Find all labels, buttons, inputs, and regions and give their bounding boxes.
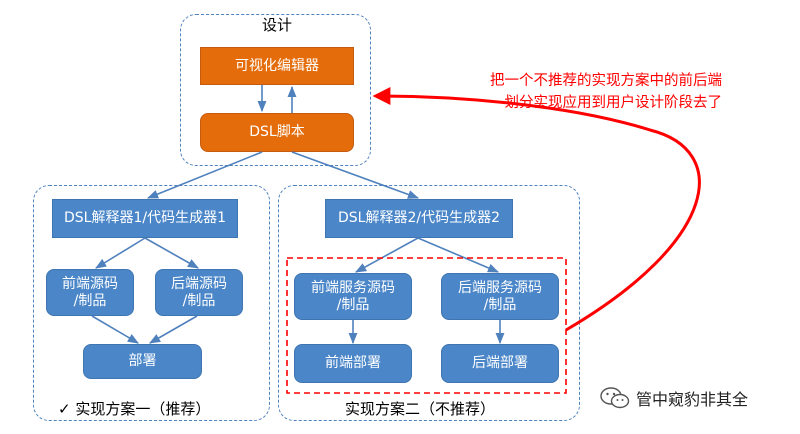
scheme2-caption: 实现方案二（不推荐）: [345, 400, 496, 418]
visual-editor-box: 可视化编辑器: [200, 47, 354, 85]
scheme1-frontend-box: 前端源码 /制品: [46, 269, 134, 316]
annotation-text: 把一个不推荐的实现方案中的前后端 划分实现应用到用户设计阶段去了: [490, 70, 722, 114]
scheme2-frontend-line2: /制品: [336, 296, 370, 313]
scheme2-backend-line2: /制品: [483, 296, 517, 313]
scheme1-caption-text: 实现方案一（推荐）: [75, 400, 211, 418]
watermark-text: 管中窥豹非其全: [636, 390, 749, 409]
scheme1-interpreter-box: DSL解释器1/代码生成器1: [52, 199, 238, 238]
scheme2-frontend-box: 前端服务源码 /制品: [294, 273, 412, 320]
design-group: [180, 14, 371, 166]
annotation-line1: 把一个不推荐的实现方案中的前后端: [490, 73, 722, 89]
design-group-title: 设计: [262, 16, 293, 34]
scheme2-backend-line1: 后端服务源码: [458, 279, 542, 296]
scheme1-backend-line1: 后端源码: [171, 275, 227, 292]
scheme1-backend-box: 后端源码 /制品: [155, 269, 243, 316]
watermark: 管中窥豹非其全: [600, 386, 748, 410]
scheme1-backend-line2: /制品: [182, 292, 216, 309]
wechat-icon: [600, 387, 630, 409]
scheme1-caption: ✓ 实现方案一（推荐）: [58, 398, 210, 419]
scheme1-frontend-line1: 前端源码: [62, 275, 118, 292]
dsl-script-box: DSL脚本: [200, 113, 354, 152]
scheme2-frontend-deploy-box: 前端部署: [294, 344, 412, 383]
scheme2-frontend-line1: 前端服务源码: [311, 279, 395, 296]
annotation-line2: 划分实现应用到用户设计阶段去了: [504, 95, 723, 111]
scheme1-deploy-box: 部署: [83, 344, 202, 379]
scheme2-backend-box: 后端服务源码 /制品: [441, 273, 559, 320]
scheme2-interpreter-box: DSL解释器2/代码生成器2: [325, 199, 513, 238]
scheme1-frontend-line2: /制品: [73, 292, 107, 309]
scheme2-backend-deploy-box: 后端部署: [441, 344, 559, 383]
check-icon: ✓: [58, 400, 71, 418]
